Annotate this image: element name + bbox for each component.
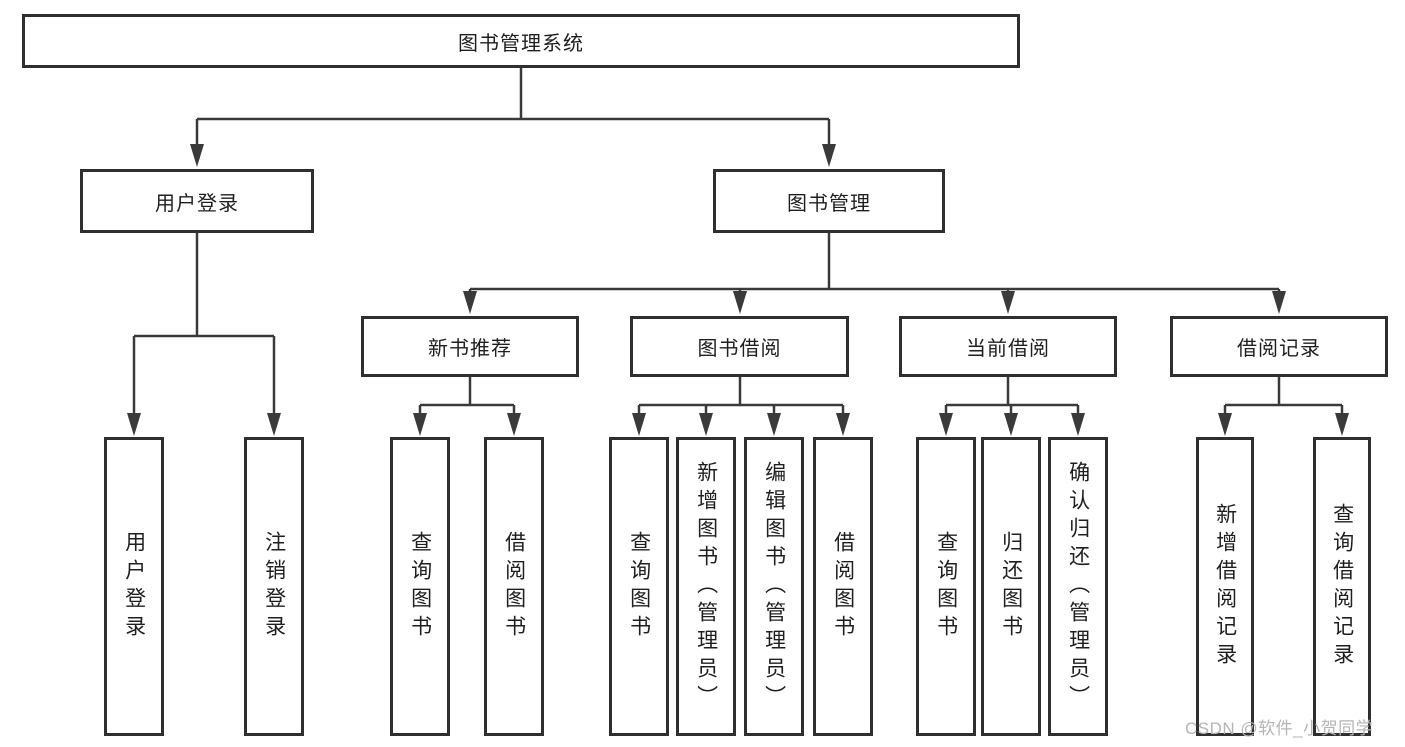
node-current-borrow: 当前借阅 <box>899 316 1117 377</box>
leaf-query-books-recommend: 查询图书 <box>390 437 450 736</box>
leaf-edit-books-admin: 编辑图书（管理员） <box>744 437 804 736</box>
node-book-borrow: 图书借阅 <box>630 316 849 377</box>
leaf-add-books-admin: 新增图书（管理员） <box>676 437 736 736</box>
node-book-management: 图书管理 <box>713 169 945 233</box>
node-user-login: 用户登录 <box>80 169 314 233</box>
leaf-add-borrow-record: 新增借阅记录 <box>1196 437 1254 736</box>
leaf-borrow-books-borrow: 借阅图书 <box>813 437 873 736</box>
node-borrow-records: 借阅记录 <box>1170 316 1388 377</box>
node-new-book-recommend: 新书推荐 <box>361 316 579 377</box>
leaf-user-login: 用户登录 <box>104 437 164 736</box>
leaf-query-books-current: 查询图书 <box>916 437 976 736</box>
node-root: 图书管理系统 <box>22 14 1020 68</box>
leaf-confirm-return-admin: 确认归还（管理员） <box>1048 437 1108 736</box>
leaf-query-borrow-record: 查询借阅记录 <box>1313 437 1371 736</box>
leaf-query-books-borrow: 查询图书 <box>609 437 669 736</box>
leaf-logout: 注销登录 <box>244 437 304 736</box>
leaf-borrow-books-recommend: 借阅图书 <box>484 437 544 736</box>
leaf-return-books: 归还图书 <box>981 437 1041 736</box>
